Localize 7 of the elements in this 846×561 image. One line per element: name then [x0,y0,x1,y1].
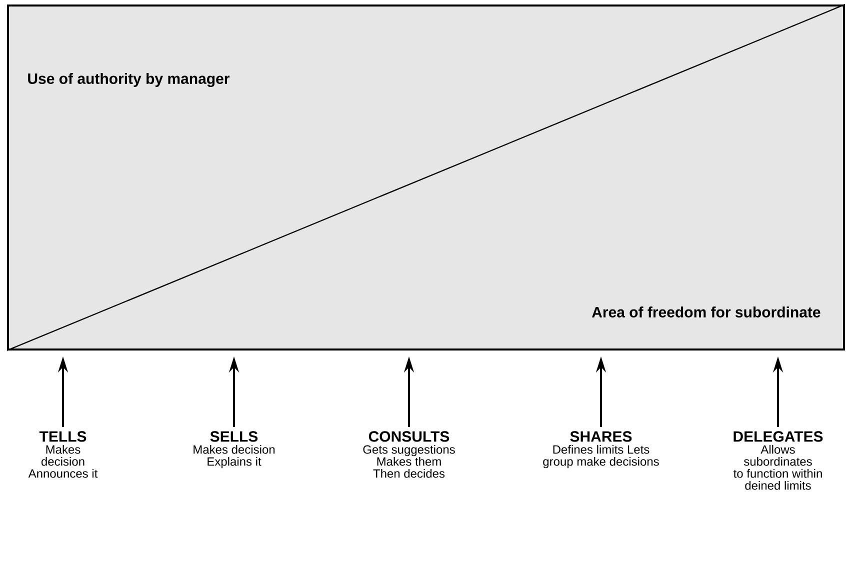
style-label: SELLS Makes decision Explains it [194,431,275,468]
style-label: DELEGATES Allows subordinates to function within deined limits [734,431,823,490]
style-label: TELLS Makes decision Announces it [28,431,98,478]
region-label: Use of authority by manager [28,72,230,88]
region-label: Area of freedom for subordinate [592,306,820,318]
style-label: CONSULTS Gets suggestions Makes them Then decides [363,431,455,478]
style-label: SHARES Defines limits Lets group make decisions [543,431,659,468]
